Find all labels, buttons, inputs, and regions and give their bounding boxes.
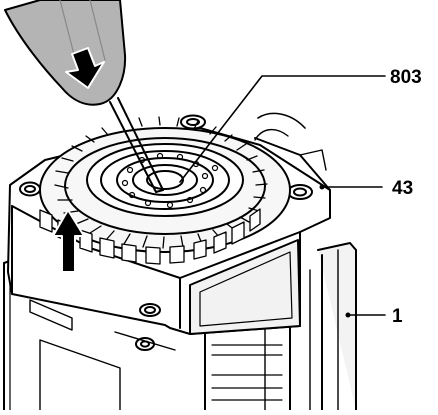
callout-803: 803 bbox=[390, 67, 422, 88]
callout-1: 1 bbox=[392, 306, 403, 327]
base-housing bbox=[3, 242, 357, 411]
stator-slots bbox=[39, 116, 268, 265]
leader-803 bbox=[179, 75, 386, 183]
stator-ring bbox=[39, 127, 291, 253]
arrow-down-icon bbox=[65, 47, 105, 89]
leader-lines bbox=[179, 75, 386, 316]
callout-43: 43 bbox=[392, 178, 413, 199]
arrow-up-icon bbox=[52, 209, 85, 273]
leader-dots bbox=[319, 184, 351, 318]
